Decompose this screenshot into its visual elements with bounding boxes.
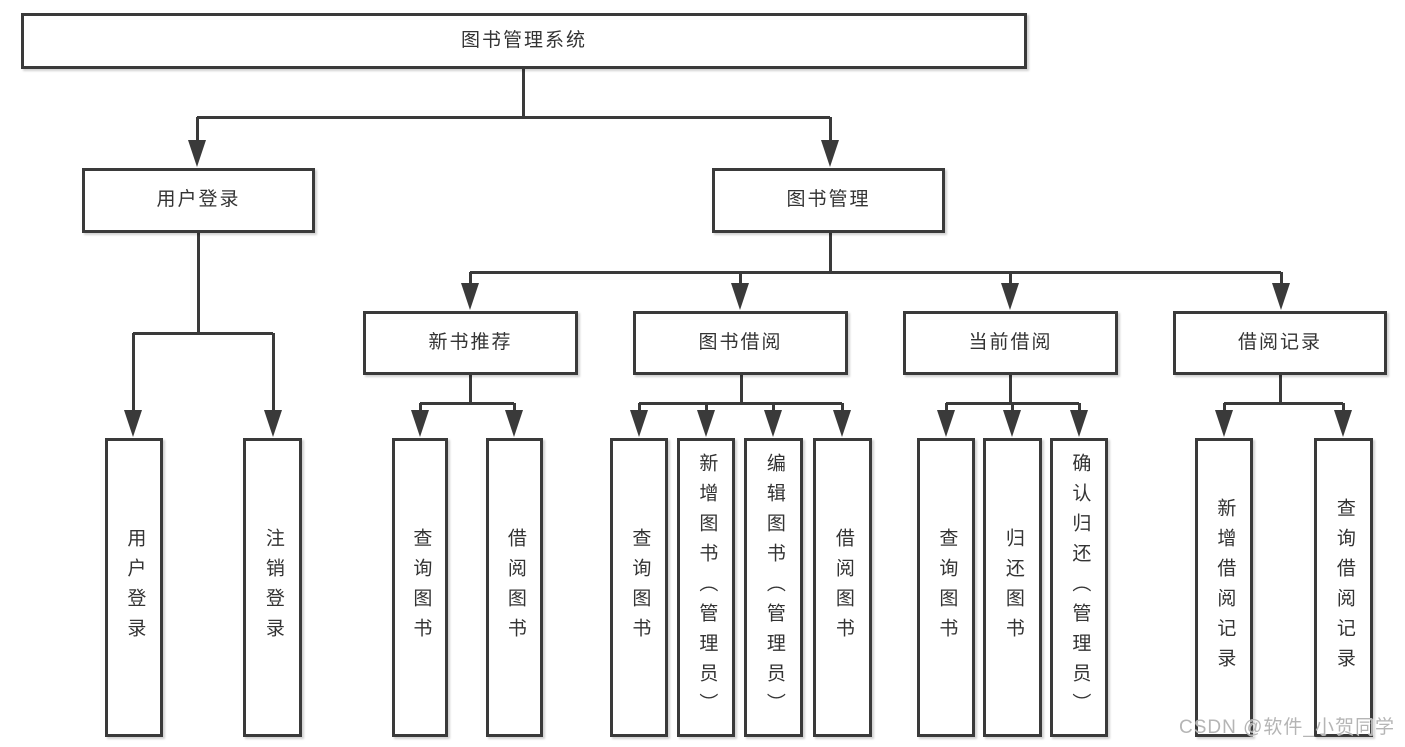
node-query-book-3: 查询图书 [917,438,975,737]
node-borrowing-records: 借阅记录 [1173,311,1387,375]
node-add-borrow-record: 新增借阅记录 [1195,438,1253,737]
arrowhead-down-icon [1003,410,1021,437]
node-label-query-book-2: 查询图书 [629,527,651,648]
node-label-new-book-recommend: 新书推荐 [428,331,513,353]
connector-vline [841,403,844,413]
connector-vline [945,403,948,413]
connector-vline [1223,403,1226,413]
connector-vline [197,233,200,335]
connector-vline [272,333,275,412]
node-user-login: 用户登录 [105,438,163,737]
node-return-book: 归还图书 [983,438,1042,737]
node-label-query-book-1: 查询图书 [410,527,432,648]
arrowhead-down-icon [264,410,282,437]
node-label-add-book-admin: 新增图书（管理员） [696,452,718,723]
connector-vline [1009,272,1012,286]
node-label-borrowing-records: 借阅记录 [1237,331,1322,353]
connector-vline [829,117,832,143]
connector-hline [420,402,514,405]
arrowhead-down-icon [188,140,206,167]
node-edit-book-admin: 编辑图书（管理员） [744,438,803,737]
node-label-query-book-3: 查询图书 [936,527,958,648]
node-book-management: 图书管理 [712,168,945,233]
arrowhead-down-icon [630,410,648,437]
connector-vline [638,403,641,413]
connector-hline [1224,402,1343,405]
connector-vline [469,375,472,405]
connector-vline [419,403,422,413]
node-label-root: 图书管理系统 [460,29,587,51]
node-user-login-group: 用户登录 [82,168,315,233]
arrowhead-down-icon [1070,410,1088,437]
node-label-query-borrow-record: 查询借阅记录 [1333,497,1355,678]
connector-vline [522,68,525,119]
connector-vline [1078,403,1081,413]
connector-vline [513,403,516,413]
node-confirm-return-admin: 确认归还（管理员） [1050,438,1108,737]
node-label-edit-book-admin: 编辑图书（管理员） [763,452,785,723]
node-label-book-borrowing: 图书借阅 [698,331,783,353]
arrowhead-down-icon [124,410,142,437]
connector-hline [946,402,1079,405]
arrowhead-down-icon [1215,410,1233,437]
connector-vline [1342,403,1345,413]
connector-vline [829,233,832,274]
connector-vline [1011,403,1014,413]
connector-vline [772,403,775,413]
connector-hline [639,402,842,405]
arrowhead-down-icon [1334,410,1352,437]
node-borrow-book-1: 借阅图书 [486,438,543,737]
arrowhead-down-icon [833,410,851,437]
node-label-return-book: 归还图书 [1002,527,1024,648]
node-book-borrowing: 图书借阅 [633,311,848,375]
arrowhead-down-icon [731,283,749,310]
node-query-borrow-record: 查询借阅记录 [1314,438,1373,737]
connector-vline [1009,375,1012,405]
node-label-logout: 注销登录 [262,527,284,648]
connector-vline [469,272,472,286]
node-query-book-1: 查询图书 [392,438,448,737]
node-label-book-management: 图书管理 [786,189,871,211]
connector-vline [196,117,199,143]
arrowhead-down-icon [461,283,479,310]
node-label-user-login: 用户登录 [124,527,146,648]
arrowhead-down-icon [821,140,839,167]
connector-vline [705,403,708,413]
connector-vline [132,333,135,412]
node-borrow-book-2: 借阅图书 [813,438,872,737]
node-label-current-borrowing: 当前借阅 [968,331,1053,353]
node-new-book-recommend: 新书推荐 [363,311,578,375]
connector-vline [739,272,742,286]
node-add-book-admin: 新增图书（管理员） [677,438,735,737]
node-root: 图书管理系统 [21,13,1027,69]
connector-hline [470,271,1281,274]
node-label-borrow-book-1: 借阅图书 [504,527,526,648]
connector-hline [197,116,830,119]
connector-hline [133,332,273,335]
arrowhead-down-icon [697,410,715,437]
node-query-book-2: 查询图书 [610,438,668,737]
connector-vline [1279,375,1282,405]
connector-vline [1280,272,1283,286]
arrowhead-down-icon [764,410,782,437]
node-label-user-login-group: 用户登录 [156,189,241,211]
node-logout: 注销登录 [243,438,302,737]
node-label-borrow-book-2: 借阅图书 [832,527,854,648]
arrowhead-down-icon [411,410,429,437]
connector-vline [740,375,743,405]
arrowhead-down-icon [1001,283,1019,310]
node-label-confirm-return-admin: 确认归还（管理员） [1069,452,1091,723]
watermark: CSDN @软件_小贺同学 [1179,717,1395,738]
node-label-add-borrow-record: 新增借阅记录 [1214,497,1236,678]
node-current-borrowing: 当前借阅 [903,311,1118,375]
arrowhead-down-icon [505,410,523,437]
arrowhead-down-icon [1272,283,1290,310]
arrowhead-down-icon [937,410,955,437]
